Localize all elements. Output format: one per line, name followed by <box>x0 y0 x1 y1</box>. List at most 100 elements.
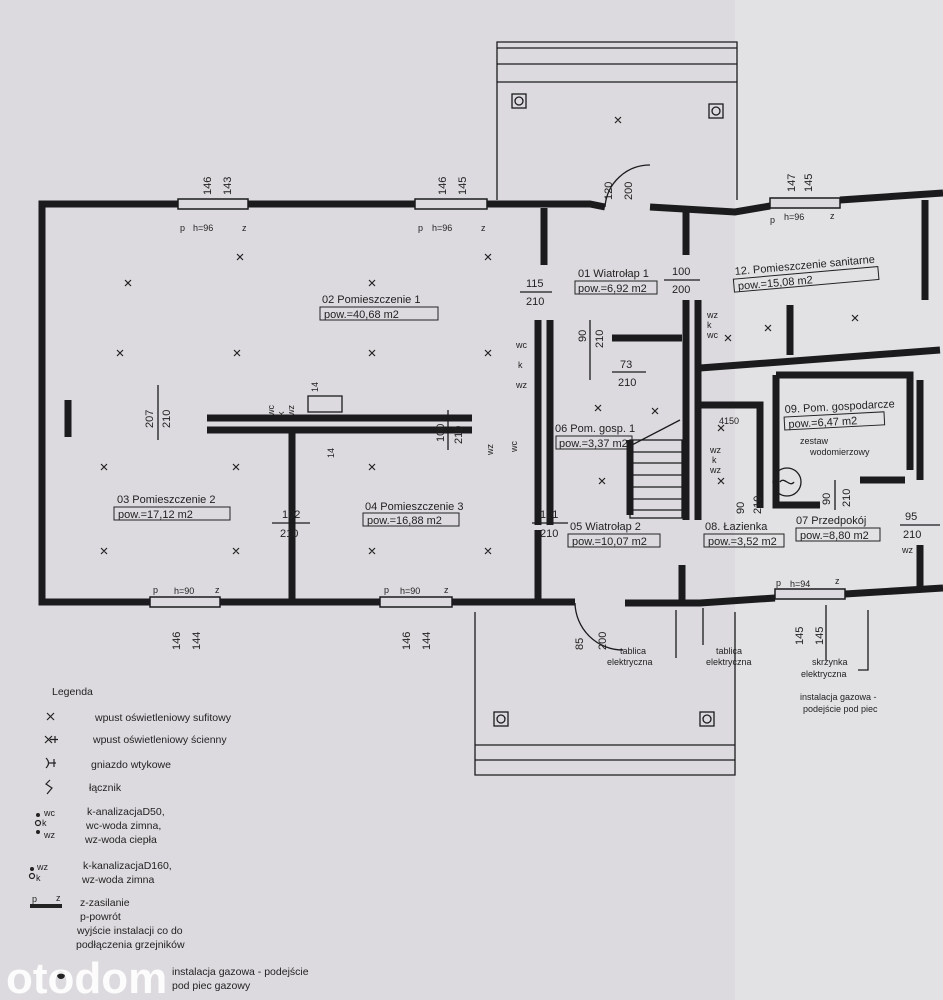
room-06-pom-gosp-1: 06 Pom. gosp. 1 pow.=3,37 m2 <box>555 423 635 450</box>
plumbing-d50-icon: wc k wz <box>34 808 55 840</box>
annotation: instalacja gazowa - <box>800 692 877 702</box>
switch-icon <box>45 779 53 795</box>
legend-text: gniazdo wtykowe <box>91 759 171 771</box>
dim: 100 <box>672 266 690 278</box>
bottom-porch <box>474 612 736 776</box>
dim: 85 <box>574 638 586 650</box>
room-name: 01 Wiatrołap 1 <box>578 268 649 280</box>
dim: 143 <box>222 177 234 195</box>
dim: 210 <box>453 426 465 444</box>
radiator-return: p <box>384 585 389 595</box>
annotation: tablica <box>620 646 646 656</box>
fixture-label: wz <box>706 310 718 320</box>
legend-text: pod piec gazowy <box>172 980 251 992</box>
walls <box>38 189 943 607</box>
legend-item: łącznik <box>45 779 122 795</box>
heating-outlet-icon: p z <box>30 893 62 908</box>
annotation: elektryczna <box>607 657 653 667</box>
fixture-label: wz <box>901 545 913 555</box>
fixture-label: k <box>707 320 712 330</box>
icon-label: k <box>42 818 47 828</box>
dim: 145 <box>814 627 826 645</box>
dim: 102 <box>282 509 300 521</box>
dim: 145 <box>457 177 469 195</box>
ceiling-lights <box>100 116 859 555</box>
legend-item: wpust oświetleniowy sufitowy <box>46 712 232 724</box>
room-03-pomieszczenie-2: 03 Pomieszczenie 2 pow.=17,12 m2 <box>113 494 231 521</box>
icon-label: p <box>32 894 37 904</box>
dim: 90 <box>821 493 833 505</box>
room-name: 02 Pomieszczenie 1 <box>322 294 420 306</box>
room-name: 07 Przedpokój <box>796 515 866 527</box>
dim: 4150 <box>719 416 739 426</box>
icon-label: k <box>36 873 41 883</box>
room-area: pow.=8,80 m2 <box>800 530 869 542</box>
fixture-label: 14 <box>310 382 320 392</box>
room-name: 09. Pom. gospodarcze <box>784 398 895 416</box>
dim: 210 <box>594 330 606 348</box>
room-area: pow.=16,88 m2 <box>367 515 442 527</box>
legend-text: wz-woda zimna <box>81 874 155 886</box>
fixture-label: wc <box>515 340 527 350</box>
dim: 144 <box>191 632 203 650</box>
radiator-supply: z <box>242 223 247 233</box>
dim: 200 <box>597 632 609 650</box>
room-02-pomieszczenie-1: 02 Pomieszczenie 1 pow.=40,68 m2 <box>319 294 439 321</box>
ceiling-light-icon <box>46 712 55 721</box>
water-meter-icon <box>772 467 802 497</box>
dim: 210 <box>526 296 544 308</box>
staircase <box>629 419 683 519</box>
dim: 210 <box>841 489 853 507</box>
legend-item: p z z-zasilanie p-powrót wyjście instala… <box>30 893 185 951</box>
legend: Legenda wpust oświetleniowy sufitowy wpu… <box>28 686 309 992</box>
dim: 145 <box>803 174 815 192</box>
fixture-label: wz <box>709 445 721 455</box>
dim: 210 <box>161 410 173 428</box>
annotation: elektryczna <box>801 669 847 679</box>
dim: 145 <box>794 627 806 645</box>
radiator-return: p <box>180 223 185 233</box>
room-area: pow.=17,12 m2 <box>118 509 193 521</box>
dim: 146 <box>401 632 413 650</box>
room-name: 04 Pomieszczenie 3 <box>365 501 463 513</box>
otodom-watermark: otodom <box>6 954 167 1000</box>
dim: 147 <box>786 174 798 192</box>
radiator-return: p <box>418 223 423 233</box>
icon-label: wz <box>43 830 55 840</box>
legend-text: z-zasilanie <box>80 897 130 909</box>
dim: 200 <box>672 284 690 296</box>
legend-text: p-powrót <box>80 911 121 923</box>
legend-text: wpust oświetleniowy sufitowy <box>94 712 232 724</box>
dim: 100 <box>435 424 447 442</box>
icon-label: z <box>56 893 61 903</box>
dim: 90 <box>577 330 589 342</box>
fixture-label: wz <box>286 405 296 417</box>
dim: 146 <box>171 632 183 650</box>
dim: 95 <box>905 511 917 523</box>
room-area: pow.=6,47 m2 <box>788 415 857 431</box>
dim: 200 <box>623 182 635 200</box>
fixture-label: wc <box>706 330 718 340</box>
dim: 101 <box>540 509 558 521</box>
radiator-height: h=94 <box>790 579 810 589</box>
legend-text: instalacja gazowa - podejście <box>172 966 309 978</box>
icon-label: wc <box>43 808 55 818</box>
legend-text: wc-woda zimna, <box>85 820 161 832</box>
dim: 210 <box>280 528 298 540</box>
annotations: zestaw wodomierzowy tablica elektryczna … <box>607 436 878 714</box>
radiator-supply: z <box>215 585 220 595</box>
fixture-label: wz <box>515 380 527 390</box>
dim: 144 <box>421 632 433 650</box>
room-name: 06 Pom. gosp. 1 <box>555 423 635 435</box>
legend-text: k-kanalizacjaD160, <box>83 860 172 872</box>
top-porch <box>496 41 738 200</box>
fixture-label: k <box>518 360 523 370</box>
legend-item: wc k wz k-analizacjaD50, wc-woda zimna, … <box>34 806 165 846</box>
annotation: podejście pod piec <box>803 704 878 714</box>
room-area: pow.=6,92 m2 <box>578 283 647 295</box>
radiator-height: h=90 <box>400 586 420 596</box>
legend-title: Legenda <box>52 686 93 698</box>
room-09-pom-gospodarcze: 09. Pom. gospodarcze pow.=6,47 m2 <box>783 398 895 431</box>
socket-icon <box>45 757 56 769</box>
